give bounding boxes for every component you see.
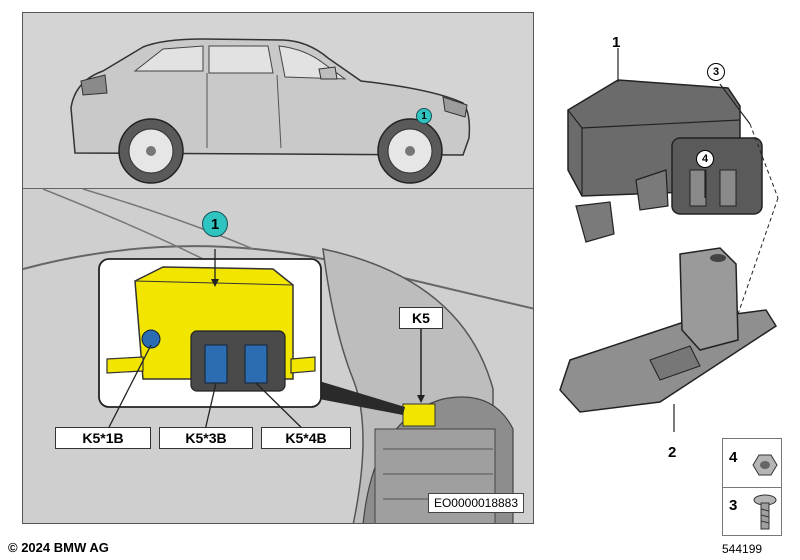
component-label-k5: K5 [399,307,443,329]
screw-icon [753,494,777,530]
part-number-relay: 1 [612,34,621,51]
part-callout-nut: 4 [696,150,714,168]
detail-part-marker: 1 [202,211,228,237]
small-parts-legend: 4 3 [722,438,782,536]
legend-number-nut: 4 [729,449,738,466]
vehicle-location-panel: 1 [22,12,534,524]
part-callout-screw: 3 [707,63,725,81]
diagram-number: 544199 [722,542,763,556]
legend-number-screw: 3 [729,497,738,514]
copyright-notice: © 2024 BMW AG [8,540,109,555]
part-number-bracket: 2 [668,444,677,461]
vehicle-side-view [23,13,533,188]
legend-divider [723,487,781,488]
nut-icon [752,454,778,476]
exploded-parts-view [559,48,779,432]
overview-part-marker: 1 [416,108,432,124]
pin-label-k5-3b: K5*3B [159,427,253,449]
panel-divider [23,188,533,189]
reference-code: EO0000018883 [428,493,524,513]
pin-label-k5-4b: K5*4B [261,427,351,449]
installation-detail-view [23,189,533,523]
pin-label-k5-1b: K5*1B [55,427,151,449]
